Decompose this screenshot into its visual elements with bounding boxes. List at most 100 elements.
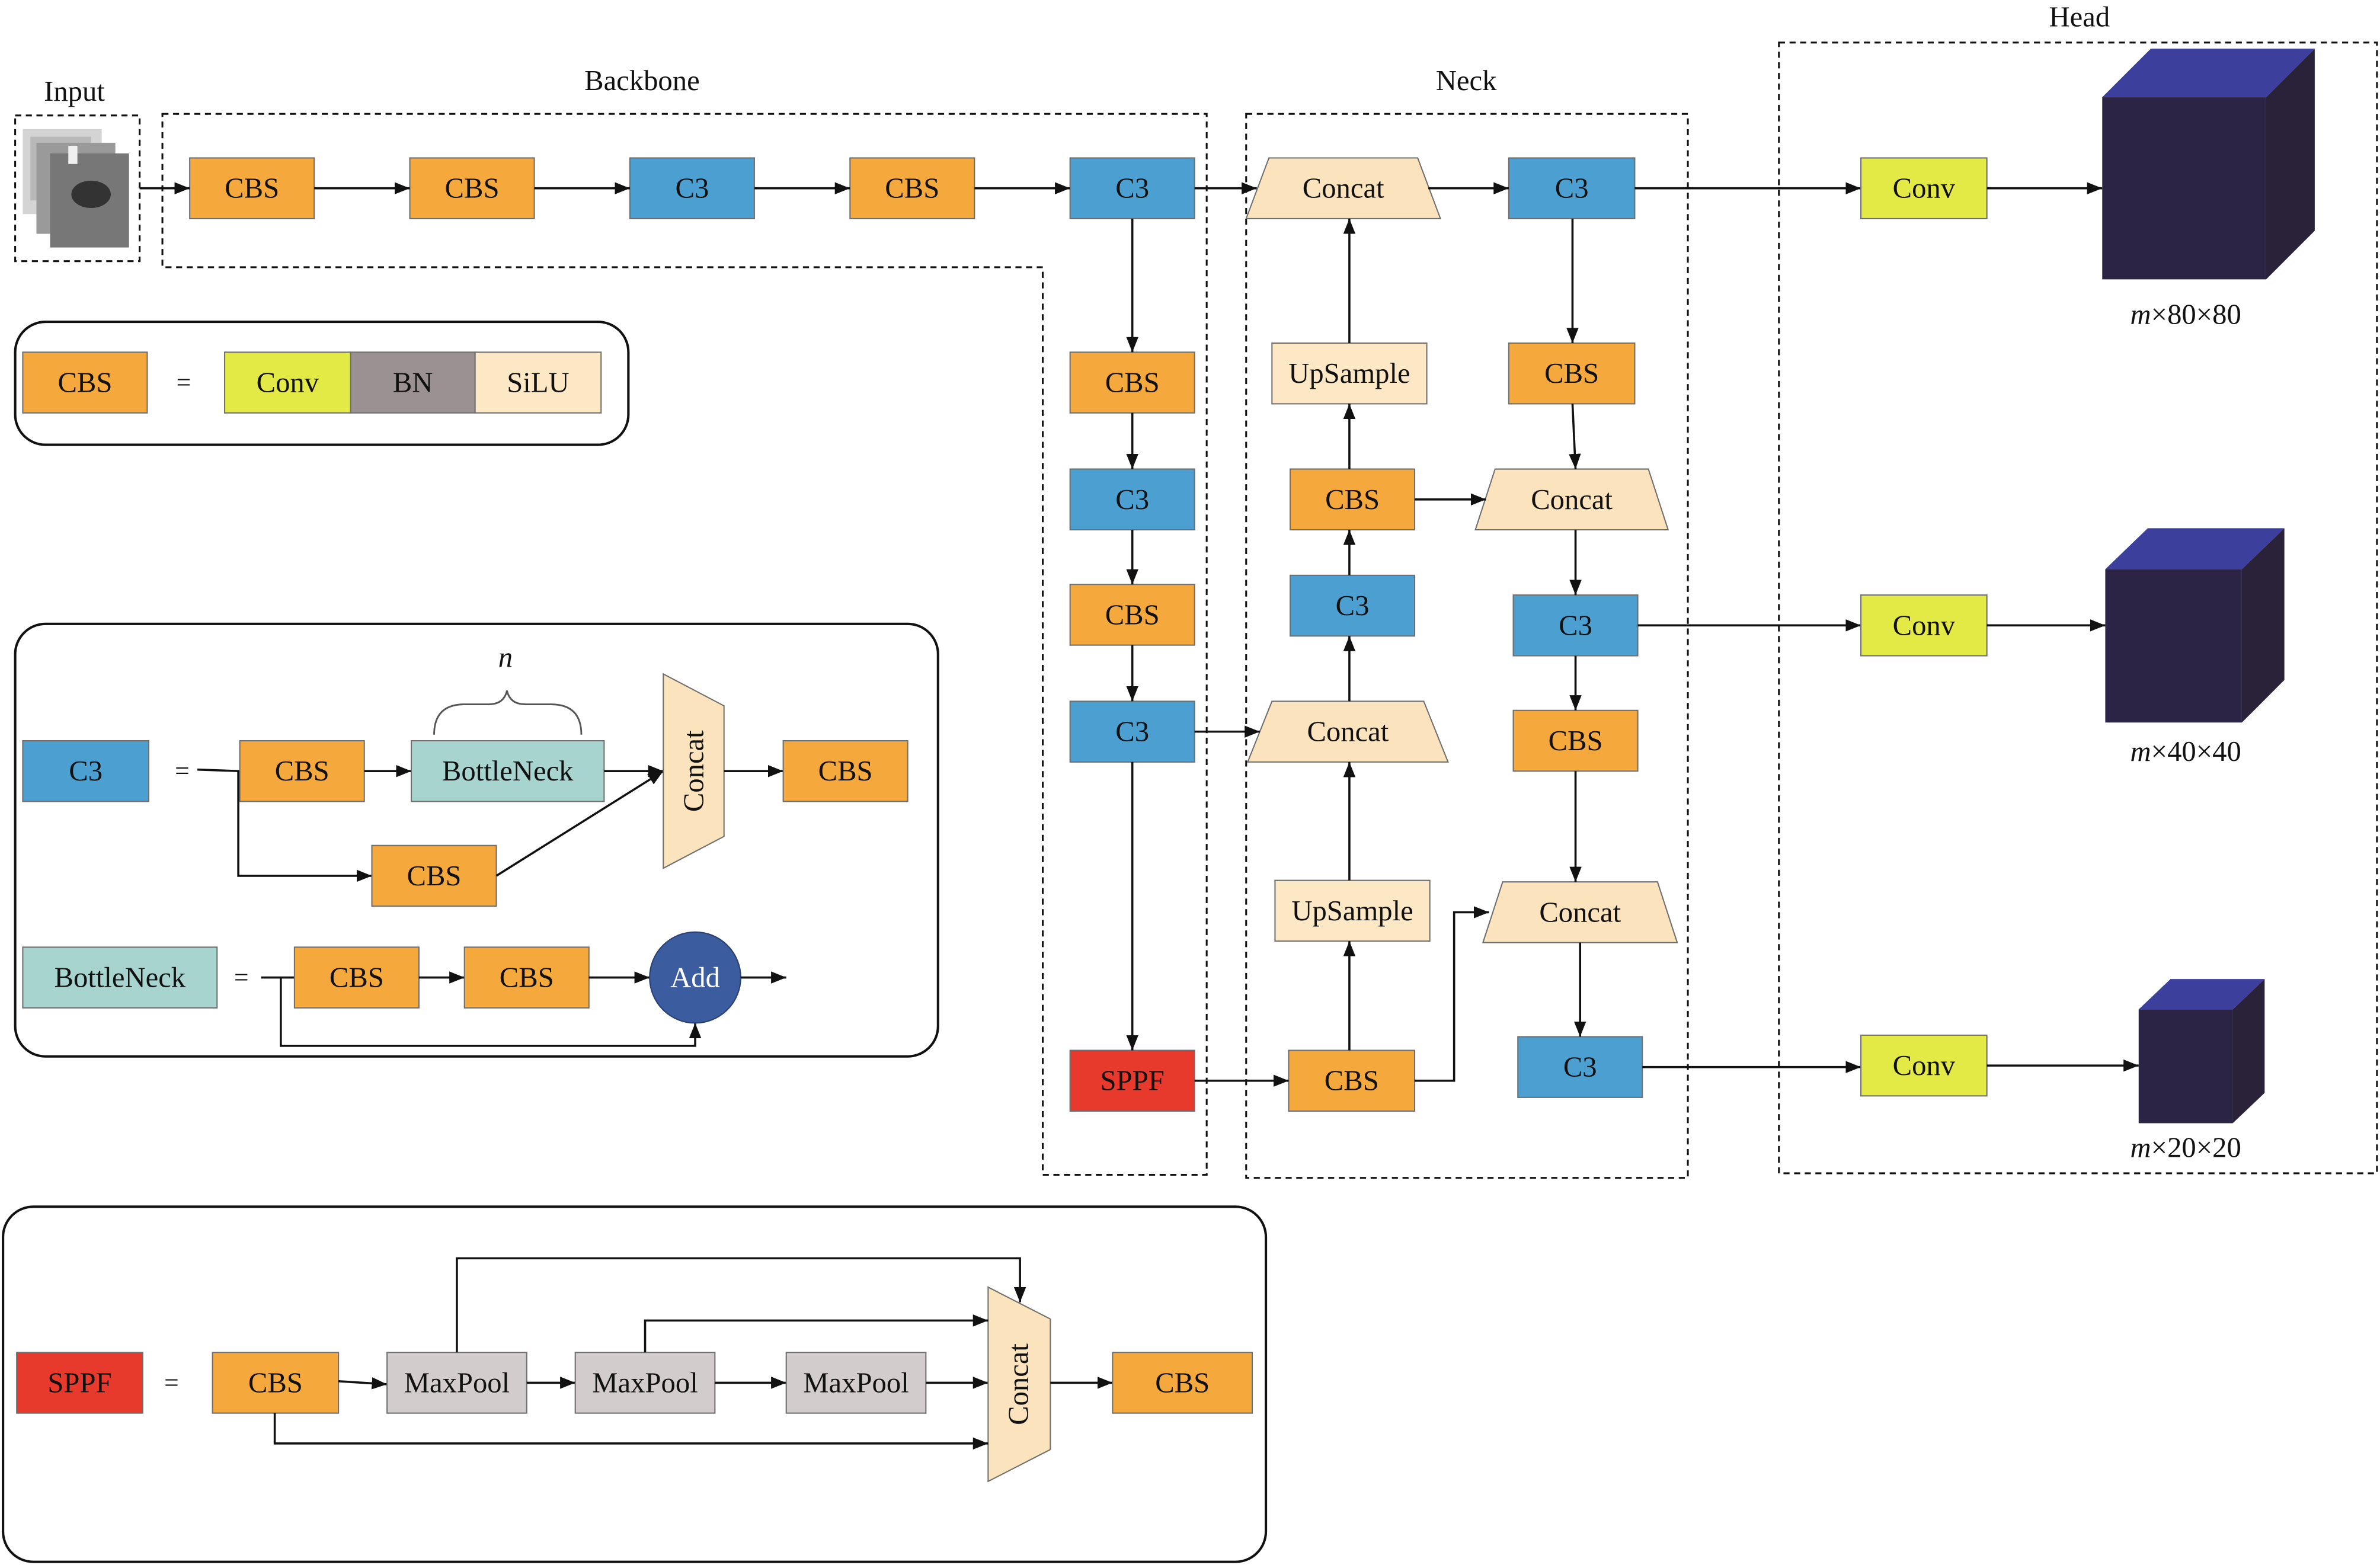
block-label: Concat: [677, 730, 709, 812]
concat-block: [1482, 881, 1678, 943]
input-image-highlight: [68, 146, 78, 164]
head-conv-3: Conv: [1860, 1034, 1988, 1097]
neck-upsample-top: UpSample: [1271, 342, 1428, 405]
cube-side-face: [2232, 979, 2265, 1124]
legend-panel-frame: [2, 1205, 1268, 1563]
legend-c3-cbs-out: CBS: [782, 740, 909, 802]
backbone-column-c3-1: C3: [1069, 468, 1195, 531]
c3-block: [1069, 700, 1195, 763]
neck-cbs-right-top: CBS: [1508, 342, 1636, 405]
neck-c3-right-mid: C3: [1512, 594, 1639, 657]
concat-block: [987, 1286, 1051, 1483]
cbs-block: [782, 740, 909, 802]
legend-c3-cbs-a: CBS: [239, 740, 365, 802]
backbone-row-c3-1: C3: [629, 157, 755, 219]
output-size-dims: ×20×20: [2151, 1131, 2241, 1163]
legend-cbs-silu: SiLU: [474, 351, 602, 414]
neck-cbs-left-bottom: CBS: [1288, 1049, 1416, 1112]
legend-sppf-cbs-out: CBS: [1112, 1352, 1253, 1414]
cbs-block: [212, 1352, 340, 1414]
block-label: C3: [676, 172, 709, 204]
cube-front-face: [2105, 569, 2242, 723]
output-size-label-2: m×40×40: [2130, 735, 2241, 767]
input-image-object: [71, 180, 111, 209]
arrow-cbs-skip-to-concat: [273, 1413, 989, 1450]
legend-cbs-name: CBS: [22, 351, 148, 414]
concat-block: [1245, 157, 1442, 219]
block-label: CBS: [225, 172, 279, 204]
backbone-column-cbs-1: CBS: [1069, 351, 1195, 414]
arrow-residual-to-add: [280, 977, 702, 1047]
block-label: BottleNeck: [442, 755, 574, 787]
conv-block: [1860, 157, 1988, 219]
legend-cbs-panel: CBS = Conv BN SiLU: [14, 321, 630, 446]
block-label: C3: [1115, 484, 1149, 516]
block-label: C3: [1563, 1051, 1597, 1083]
c3-block: [1517, 1036, 1643, 1098]
legend-sppf-maxpool-3: MaxPool: [785, 1352, 927, 1414]
equals-sign: =: [234, 964, 249, 992]
output-size-label-1: m×80×80: [2130, 298, 2241, 330]
input-image-stack: [23, 129, 129, 248]
block-label: SPPF: [47, 1367, 111, 1399]
legend-c3-cbs-b: CBS: [371, 844, 497, 907]
block-label: Concat: [1531, 484, 1613, 516]
block-label: CBS: [1155, 1367, 1210, 1399]
legend-sppf-maxpool-1: MaxPool: [386, 1352, 527, 1414]
legend-sppf-panel: SPPF = CBS MaxPool MaxPool MaxPool Conca…: [2, 1205, 1268, 1563]
bottleneck-block: [22, 946, 218, 1009]
c3-block: [22, 740, 150, 802]
cbs-block: [1112, 1352, 1253, 1414]
block-label: CBS: [1105, 599, 1160, 631]
block-label: C3: [69, 755, 103, 787]
conv-block: [1860, 594, 1988, 657]
block-label: Conv: [1893, 172, 1956, 204]
cbs-block: [409, 157, 535, 219]
block-label: BottleNeck: [55, 962, 186, 994]
concat-block: [1246, 700, 1449, 763]
block-label: Concat: [1307, 716, 1389, 748]
block-label: C3: [1555, 172, 1589, 204]
backbone-row-c3-2: C3: [1069, 157, 1195, 219]
arrow-maxpool2-skip-to-concat: [644, 1314, 989, 1353]
arrow-cbs-to-maxpool: [338, 1377, 388, 1390]
block-label: C3: [1115, 716, 1149, 748]
conv-block: [1860, 1034, 1988, 1097]
block-label: SiLU: [507, 367, 569, 399]
arrow-branch-to-cbs: [237, 771, 372, 882]
backbone-row-cbs-3: CBS: [849, 157, 975, 219]
neck-c3-left: C3: [1290, 574, 1416, 637]
cube-top-face: [2105, 528, 2285, 569]
section-title-head: Head: [2049, 1, 2110, 33]
neck-c3-right-bottom: C3: [1517, 1036, 1643, 1098]
legend-bottleneck-cbs-a: CBS: [293, 946, 420, 1009]
block-label: CBS: [57, 367, 112, 399]
output-size-variable: m: [2130, 298, 2151, 330]
block-label: MaxPool: [404, 1367, 510, 1399]
block-label: CBS: [1549, 725, 1603, 757]
block-label: CBS: [445, 172, 500, 204]
repeat-count-label: n: [498, 641, 513, 673]
cbs-block: [239, 740, 365, 802]
backbone-dashed-frame: [161, 113, 1208, 1176]
block-label: CBS: [885, 172, 939, 204]
maxpool-block: [785, 1352, 927, 1414]
section-title-backbone: Backbone: [584, 65, 700, 97]
backbone-row-cbs-1: CBS: [189, 157, 315, 219]
output-size-dims: ×80×80: [2151, 298, 2241, 330]
legend-bottleneck-name: BottleNeck: [22, 946, 218, 1009]
arrow-maxpool1-skip-to-concat: [456, 1257, 1026, 1353]
concat-block: [663, 673, 725, 869]
block-label: MaxPool: [592, 1367, 698, 1399]
backbone-column-c3-2: C3: [1069, 700, 1195, 763]
equals-sign: =: [175, 757, 190, 785]
block-label: CBS: [818, 755, 873, 787]
block-label: Conv: [1893, 609, 1956, 641]
block-label: CBS: [1325, 484, 1380, 516]
repeat-brace: [433, 690, 583, 735]
arrow-cbs-to-concat: [495, 770, 664, 877]
block-label: C3: [1559, 609, 1592, 641]
legend-sppf-name: SPPF: [16, 1352, 143, 1414]
cbs-block: [1508, 342, 1636, 405]
block-label: C3: [1115, 172, 1149, 204]
